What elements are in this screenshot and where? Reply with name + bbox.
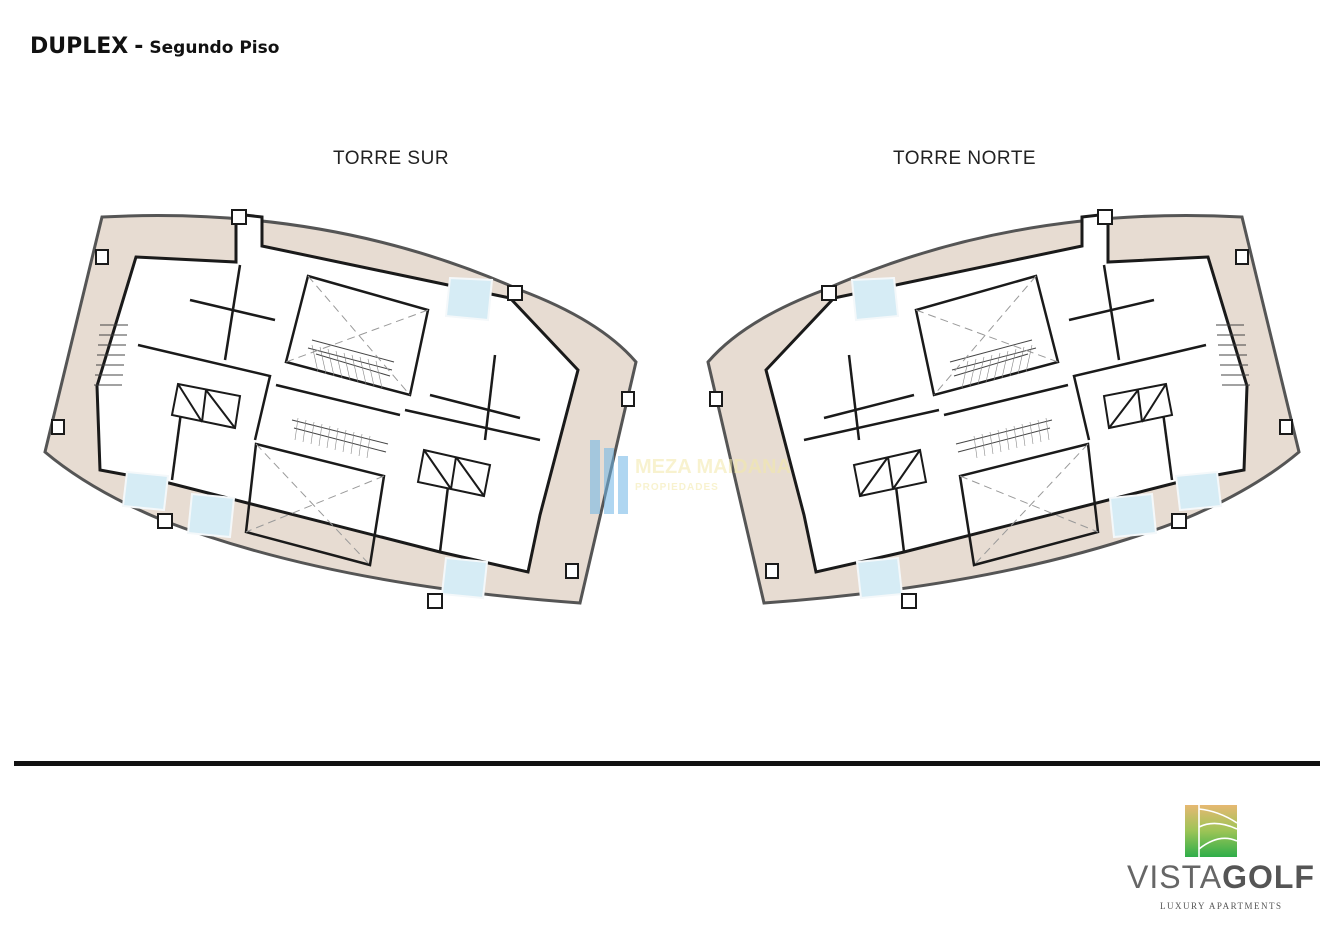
title-separator: - [134, 34, 144, 59]
brand-tagline: LUXURY APARTMENTS [1160, 901, 1283, 911]
torre-norte-label: TORRE NORTE [893, 148, 1037, 169]
brand-name-bold: GOLF [1222, 859, 1315, 895]
title-main: DUPLEX [30, 34, 129, 59]
watermark: MEZA MAIDANA PROPIEDADES [590, 436, 820, 518]
plan-torre-sur [43, 208, 638, 610]
brand-name: VISTAGOLF [1127, 859, 1315, 896]
torre-sur-label: TORRE SUR [333, 148, 450, 169]
page-title: DUPLEX-Segundo Piso [30, 34, 279, 59]
watermark-line1: MEZA MAIDANA [635, 456, 791, 478]
brand-name-light: VISTA [1127, 859, 1223, 895]
watermark-line2: PROPIEDADES [635, 482, 719, 493]
watermark-mark [618, 456, 628, 514]
watermark-mark [604, 448, 614, 514]
divider-rule [14, 761, 1320, 766]
floor-plans [43, 208, 1301, 610]
vistagolf-logo-icon [1185, 805, 1237, 857]
watermark-mark [590, 440, 600, 514]
title-subtitle: Segundo Piso [149, 38, 280, 58]
plan-torre-norte [706, 208, 1301, 610]
